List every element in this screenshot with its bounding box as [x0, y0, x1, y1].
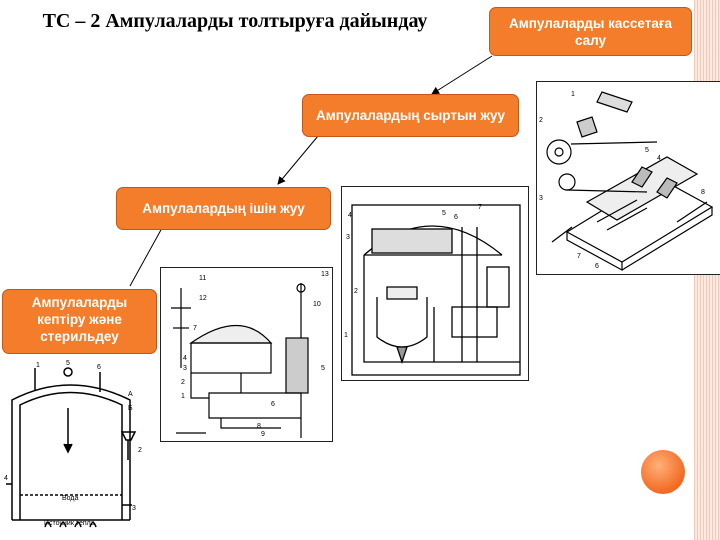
- callout-number: 1: [571, 91, 575, 98]
- callout-number: 4: [657, 155, 661, 162]
- callout-number: 2: [138, 447, 142, 454]
- callout-number: 2: [181, 379, 185, 386]
- callout-number: 3: [132, 505, 136, 512]
- callout-number: 7: [478, 204, 482, 211]
- callout-number: 8: [257, 423, 261, 430]
- decorative-circle: [641, 450, 685, 494]
- step-box-drying-sterilization: Ампулаларды кептіру және стерильдеу: [2, 289, 157, 354]
- callout-number: 1: [36, 362, 40, 369]
- step-label: Ампулалардың сыртын жуу: [315, 108, 506, 123]
- callout-number: 2: [354, 288, 358, 295]
- callout-number: 6: [97, 364, 101, 371]
- callout-number: 1: [181, 393, 185, 400]
- callout-number: 10: [313, 301, 321, 308]
- heat-source-label: Источник тепла: [44, 520, 95, 527]
- callout-number: 11: [199, 275, 206, 282]
- callout-number: 3: [346, 234, 350, 241]
- arrow-2: [277, 135, 319, 185]
- water-label: Вода: [62, 495, 78, 502]
- callout-letter: Б: [128, 405, 133, 412]
- step-label: Ампулалардың ішін жуу: [142, 201, 305, 216]
- callout-number: 7: [577, 253, 581, 260]
- callout-number: 5: [645, 147, 649, 154]
- step-box-outer-washing: Ампулалардың сыртын жуу: [302, 94, 519, 137]
- callout-number: 2: [539, 117, 543, 124]
- callout-number: 5: [321, 365, 325, 372]
- callout-number: 12: [199, 295, 207, 302]
- step-box-inner-washing: Ампулалардың ішін жуу: [116, 187, 331, 230]
- cassette-machine-figure: 1 2 3 4 5 6 7 8: [536, 81, 720, 275]
- step-label: Ампулаларды кассетаға салу: [508, 15, 672, 48]
- callout-number: 3: [539, 195, 543, 202]
- callout-number: 6: [454, 214, 458, 221]
- callout-number: 5: [66, 360, 70, 367]
- inner-washer-figure: 1 2 3 4 5 6 7 8 9 10 11 12 13: [160, 267, 333, 442]
- callout-number: 6: [271, 401, 275, 408]
- arrow-3: [129, 227, 163, 287]
- callout-number: 3: [183, 365, 187, 372]
- step-label: Ампулаларды кептіру және стерильдеу: [31, 295, 128, 344]
- callout-number: 8: [701, 189, 705, 196]
- arrow-1: [431, 55, 493, 95]
- callout-number: 13: [321, 271, 329, 278]
- callout-number: 7: [193, 325, 197, 332]
- callout-number: 5: [442, 210, 446, 217]
- callout-number: 4: [4, 475, 8, 482]
- callout-number: 1: [344, 332, 348, 339]
- slide-title: ТС – 2 Ампулаларды толтыруға дайындау: [42, 10, 428, 32]
- callout-number: 6: [595, 263, 599, 270]
- step-box-cassette-loading: Ампулаларды кассетаға салу: [489, 7, 692, 56]
- callout-number: 4: [183, 355, 187, 362]
- outer-washer-figure: 1 2 3 4 5 6 7: [341, 186, 529, 381]
- callout-number: 9: [261, 431, 265, 438]
- callout-number: 4: [348, 212, 352, 219]
- callout-letter: А: [128, 391, 133, 398]
